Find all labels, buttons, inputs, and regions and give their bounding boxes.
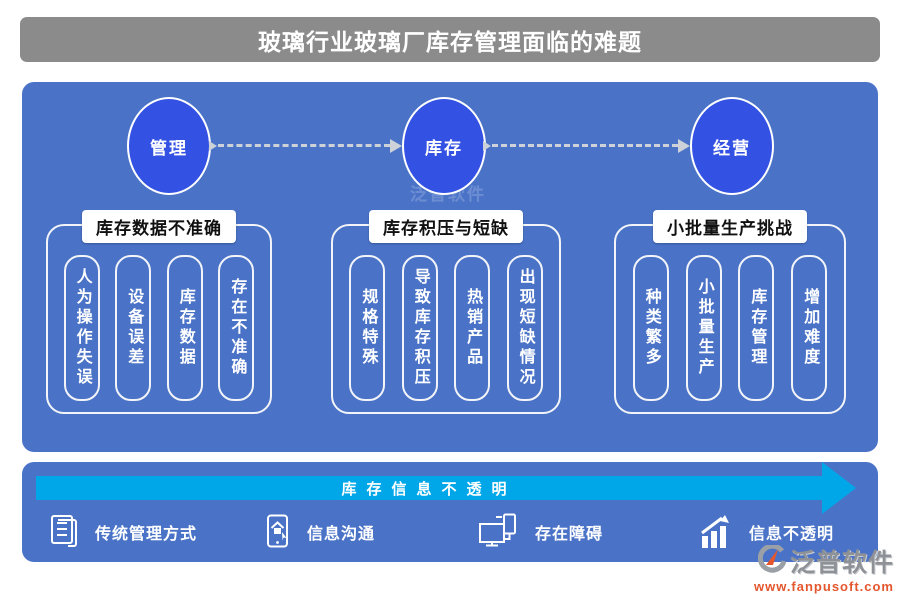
section-overstock-shortage: 库存积压与短缺 规格特殊 导致库存积压 热销产品 出现短缺情况 [331, 210, 561, 420]
section-box: 人为操作失误 设备误差 库存数据 存在不准确 [46, 224, 272, 414]
flow-node-inventory: 库存 [402, 97, 486, 195]
flow-node-management: 管理 [127, 97, 211, 195]
legend-traditional-management: 传统管理方式 [48, 510, 197, 554]
factor-pill: 设备误差 [115, 255, 152, 401]
dashed-arrow-connector [483, 139, 690, 153]
factor-pill: 导致库存积压 [401, 255, 438, 401]
brand-footer: 泛普软件 www.fanpusoft.com [754, 543, 894, 594]
section-inaccurate-data: 库存数据不准确 人为操作失误 设备误差 库存数据 存在不准确 [46, 210, 272, 420]
factor-pill: 热销产品 [454, 255, 491, 401]
factor-pill: 种类繁多 [632, 255, 669, 401]
factor-pill: 存在不准确 [218, 255, 255, 401]
section-heading: 小批量生产挑战 [653, 210, 807, 243]
flow-node-label: 管理 [150, 138, 188, 158]
factor-pill: 库存管理 [738, 255, 775, 401]
section-box: 种类繁多 小批量生产 库存管理 增加难度 [614, 224, 846, 414]
section-heading: 库存数据不准确 [82, 210, 236, 243]
flow-node-label: 库存 [425, 138, 463, 158]
page-title: 玻璃行业玻璃厂库存管理面临的难题 [258, 28, 642, 55]
devices-icon [478, 513, 520, 551]
factor-pill: 库存数据 [166, 255, 203, 401]
legend-label: 传统管理方式 [95, 526, 198, 543]
factor-pill: 人为操作失误 [63, 255, 100, 401]
legend-barrier: 存在障碍 [478, 510, 603, 554]
section-heading: 库存积压与短缺 [369, 210, 523, 243]
factor-pill: 出现短缺情况 [506, 255, 543, 401]
flow-node-label: 经营 [713, 138, 751, 158]
flow-node-operation: 经营 [690, 97, 774, 195]
legend-communication: 信息沟通 [262, 510, 375, 554]
section-small-batch: 小批量生产挑战 种类繁多 小批量生产 库存管理 增加难度 [614, 210, 846, 420]
document-icon [48, 514, 80, 550]
legend-label: 信息沟通 [307, 526, 376, 543]
opaque-info-arrow: 库存信息不透明 [36, 476, 822, 500]
chart-up-icon [698, 514, 734, 550]
arrow-head [822, 462, 856, 514]
bottom-panel: 库存信息不透明 传统管理方式 [22, 462, 878, 562]
legend-label: 存在障碍 [535, 526, 604, 543]
section-box: 规格特殊 导致库存积压 热销产品 出现短缺情况 [331, 224, 561, 414]
main-panel: 泛普软件 管理 库存 经营 库存数据不准确 人为操作失误 设备误差 库存数据 存… [22, 82, 878, 452]
brand-name: 泛普软件 [789, 549, 894, 577]
dashed-arrow-connector [209, 139, 402, 153]
title-bar: 玻璃行业玻璃厂库存管理面临的难题 [20, 17, 880, 62]
legend-label: 信息不透明 [749, 526, 835, 543]
fanpu-logo-icon [757, 543, 787, 578]
factor-pill: 规格特殊 [349, 255, 386, 401]
factor-pill: 小批量生产 [685, 255, 722, 401]
arrow-label: 库存信息不透明 [341, 480, 517, 498]
legend-opacity: 信息不透明 [698, 510, 834, 554]
phone-home-icon [262, 514, 292, 550]
brand-url: www.fanpusoft.com [753, 579, 894, 594]
factor-pill: 增加难度 [791, 255, 828, 401]
